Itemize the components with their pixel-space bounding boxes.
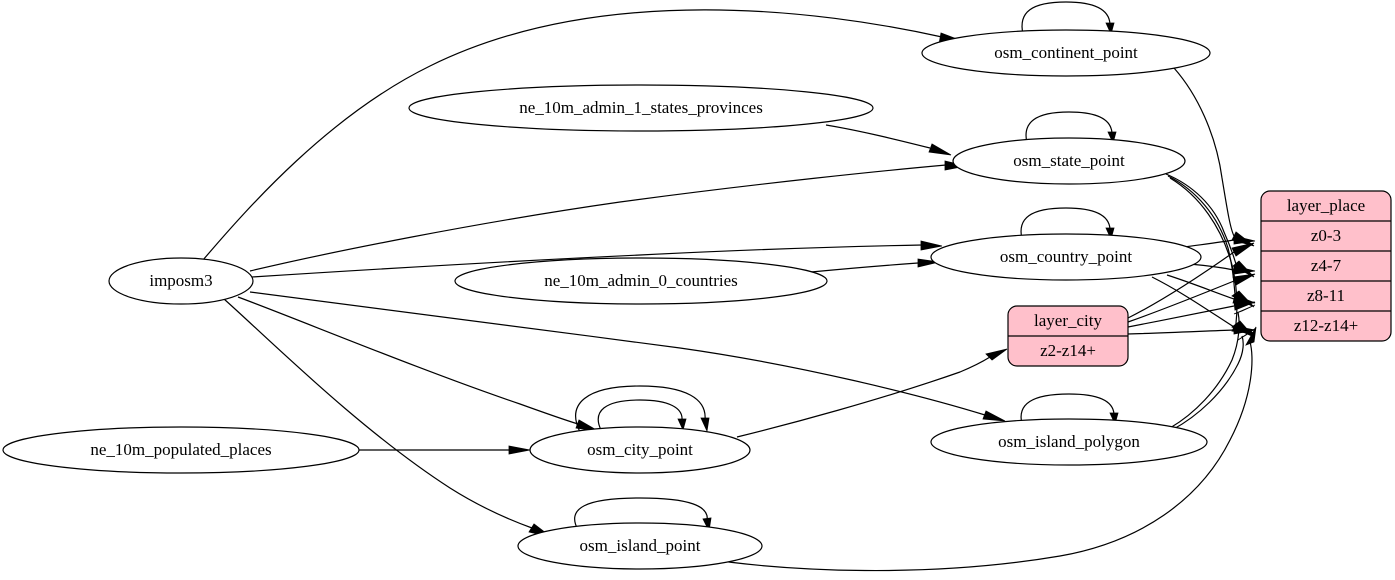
node-label-osm-city-point: osm_city_point — [587, 440, 693, 459]
edge-imposm3-to-osm-island-polygon — [249, 291, 1006, 422]
edge-imposm3-to-osm-continent-point — [202, 9, 963, 261]
edge-osm-island-polygon-to-layer-place-z12 — [1171, 327, 1257, 431]
node-ne-10m-admin-1-states-provinces[interactable]: ne_10m_admin_1_states_provinces — [408, 84, 874, 132]
edge-layer-city-to-layer-place-z4-7 — [1127, 273, 1256, 323]
record-header-layer-city: layer_city — [1034, 311, 1102, 330]
node-osm-country-point[interactable]: osm_country_point — [930, 233, 1202, 281]
node-label-ne-states: ne_10m_admin_1_states_provinces — [519, 98, 763, 117]
edge-self-loop-osm-continent-point — [1021, 1, 1115, 36]
edge-layer-city-to-layer-place-z8-11 — [1127, 301, 1256, 328]
edge-layer-city-to-layer-place-z0-3 — [1127, 242, 1255, 319]
node-ne-10m-populated-places[interactable]: ne_10m_populated_places — [2, 426, 360, 474]
record-node-layer-place[interactable]: layer_place z0-3 z4-7 z8-11 z12-z14+ — [1260, 190, 1392, 342]
edge-osm-island-polygon-to-layer-place-z8-11 — [1169, 304, 1256, 429]
record-row-layer-city-z2-z14[interactable]: z2-z14+ — [1040, 341, 1096, 360]
node-label-osm-country-point: osm_country_point — [1000, 247, 1132, 266]
node-osm-city-point[interactable]: osm_city_point — [529, 426, 751, 474]
edge-imposm3-to-osm-city-point — [237, 296, 599, 432]
node-label-ne-countries: ne_10m_admin_0_countries — [544, 271, 738, 290]
edge-osm-continent-point-to-layer-place-z0-3 — [1173, 67, 1255, 247]
node-label-osm-state-point: osm_state_point — [1013, 151, 1125, 170]
edge-imposm3-to-osm-country-point — [251, 240, 943, 278]
edge-osm-country-point-to-layer-place-z4-7 — [1189, 263, 1256, 275]
record-row-layer-place-z4-7[interactable]: z4-7 — [1311, 256, 1342, 275]
node-osm-island-point[interactable]: osm_island_point — [517, 522, 763, 570]
edge-ne-countries-to-osm-country-point — [810, 258, 940, 273]
record-node-layer: layer_place z0-3 z4-7 z8-11 z12-z14+ lay… — [1007, 190, 1392, 367]
record-row-layer-place-z0-3[interactable]: z0-3 — [1311, 226, 1341, 245]
edge-self-loop-osm-island-polygon — [1020, 393, 1119, 426]
node-layer: imposm3 ne_10m_admin_1_states_provinces … — [2, 29, 1211, 570]
node-ne-10m-admin-0-countries[interactable]: ne_10m_admin_0_countries — [454, 257, 828, 305]
edge-imposm3-to-osm-state-point — [249, 160, 967, 272]
edge-imposm3-to-osm-island-point — [223, 298, 552, 538]
edge-layer-city-to-layer-place-z12 — [1127, 325, 1256, 335]
record-row-layer-place-z8-11[interactable]: z8-11 — [1307, 286, 1345, 305]
edge-self-loop-inner-osm-city-point — [597, 399, 687, 432]
record-row-layer-place-z12-z14[interactable]: z12-z14+ — [1294, 316, 1358, 335]
edge-osm-island-point-to-layer-place-z12 — [699, 326, 1257, 572]
edge-layer — [202, 1, 1257, 572]
node-label-osm-island-point: osm_island_point — [580, 536, 701, 555]
node-label-ne-populated: ne_10m_populated_places — [90, 440, 271, 459]
node-label-imposm3: imposm3 — [149, 271, 212, 290]
edge-osm-city-point-to-layer-city — [736, 348, 1008, 438]
record-node-layer-city[interactable]: layer_city z2-z14+ — [1007, 305, 1129, 367]
node-osm-continent-point[interactable]: osm_continent_point — [921, 29, 1211, 77]
edge-ne-populated-to-osm-city-point — [359, 445, 531, 455]
node-label-osm-continent-point: osm_continent_point — [994, 43, 1138, 62]
record-header-layer-place: layer_place — [1287, 196, 1365, 215]
node-label-osm-island-polygon: osm_island_polygon — [998, 432, 1140, 451]
edge-self-loop-outer-osm-city-point — [575, 385, 710, 433]
edge-self-loop-osm-state-point — [1025, 111, 1117, 145]
edge-osm-country-point-to-layer-place-z0-3 — [1183, 235, 1256, 248]
edge-ne-states-to-osm-state-point — [825, 124, 952, 156]
node-osm-island-polygon[interactable]: osm_island_polygon — [930, 418, 1208, 466]
edge-self-loop-osm-country-point — [1020, 207, 1115, 241]
node-osm-state-point[interactable]: osm_state_point — [952, 137, 1186, 185]
node-imposm3[interactable]: imposm3 — [108, 257, 254, 305]
